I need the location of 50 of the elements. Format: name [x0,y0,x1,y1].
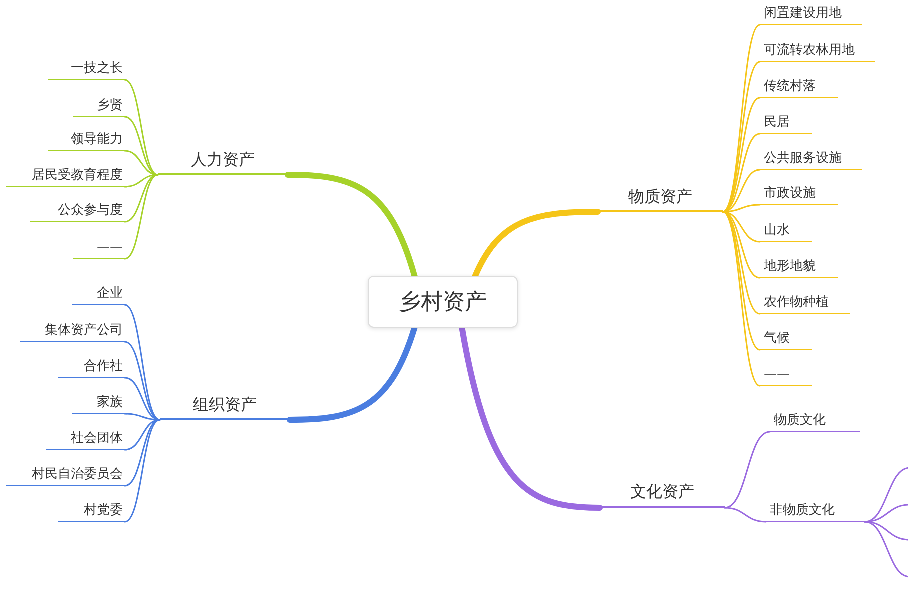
branch-line [864,504,908,523]
branch-line [864,521,908,578]
branch-line [724,507,767,523]
topic-label: 公众参与度 [30,200,125,222]
branch-line [124,413,161,421]
branch-topic: 组织资产 [160,393,290,420]
branch-line [124,341,161,421]
branch-line [124,174,159,223]
topic-label: 领导能力 [48,129,125,151]
topic-label: 农作物种植 [760,292,850,314]
topic-label: 闲置建设用地 [760,3,862,25]
topic-label: 气候 [760,328,812,350]
branch-line [124,304,161,421]
topic-label: 非物质文化 [766,500,865,522]
branch-topic: 文化资产 [600,480,725,508]
branch-line [124,419,161,523]
topic-label: 传统村落 [760,76,838,98]
topic-label: —— [760,364,812,386]
branch-line [722,211,761,279]
branch-line [124,174,159,260]
branch-topic: 物质资产 [598,185,723,212]
branch-line [722,97,761,213]
topic-label: 企业 [72,283,125,305]
topic-label: 居民受教育程度 [6,165,125,187]
topic-label: 合作社 [58,356,125,378]
topic-label: 公共服务设施 [760,148,862,170]
branch-line [724,431,771,509]
topic-label: 村民自治委员会 [6,464,125,486]
topic-label: 市政设施 [760,183,838,205]
topic-label: 民居 [760,112,812,134]
branch-line [124,419,161,487]
topic-label: 家族 [72,392,125,414]
topic-label: 山水 [760,220,812,242]
topic-label: 村党委 [58,500,125,522]
topic-label: 一技之长 [48,58,125,80]
branch-line [722,133,761,213]
topic-label: —— [73,237,125,259]
branch-topic: 人力资产 [158,148,288,175]
topic-label: 乡贤 [73,95,125,117]
branch-line [722,204,761,213]
branch-line [124,79,159,176]
topic-label: 可流转农林用地 [760,40,875,62]
branch-line [722,211,761,387]
central-topic-box: 乡村资产 [368,276,518,328]
topic-label: 地形地貌 [760,256,838,278]
branch-line [722,61,761,213]
topic-label: 社会团体 [46,428,125,450]
topic-label: 物质文化 [770,410,860,432]
branch-line [124,150,159,176]
topic-label: 集体资产公司 [20,320,125,342]
